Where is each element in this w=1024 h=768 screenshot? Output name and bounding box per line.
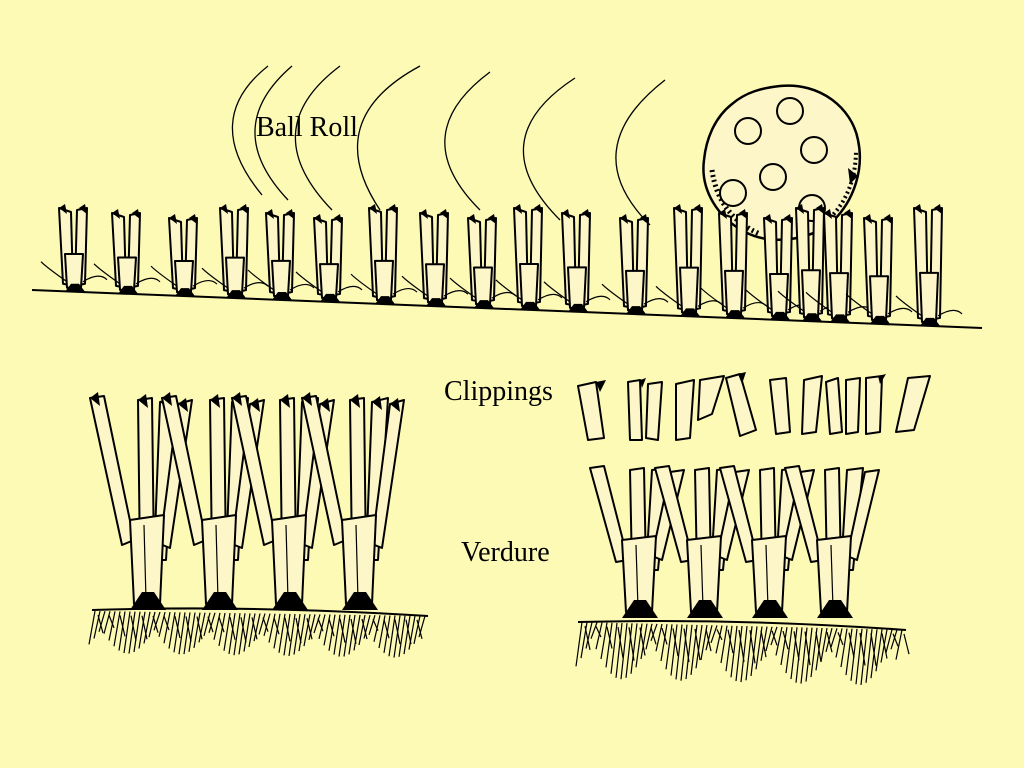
clippings-label: Clippings: [444, 376, 553, 407]
ball-roll-motion-arcs: [231, 65, 666, 226]
grass-clippings: [577, 372, 931, 441]
ball-roll-label: Ball Roll: [256, 112, 358, 143]
golf-ball: [702, 84, 862, 241]
soil-cross-section: [88, 610, 910, 685]
verdure-label: Verdure: [461, 537, 550, 568]
mowed-grass-row: [40, 204, 963, 326]
cut-grass-verdure: [577, 465, 907, 631]
tall-grass-verdure: [89, 392, 429, 617]
top-ground-line: [31, 289, 983, 329]
